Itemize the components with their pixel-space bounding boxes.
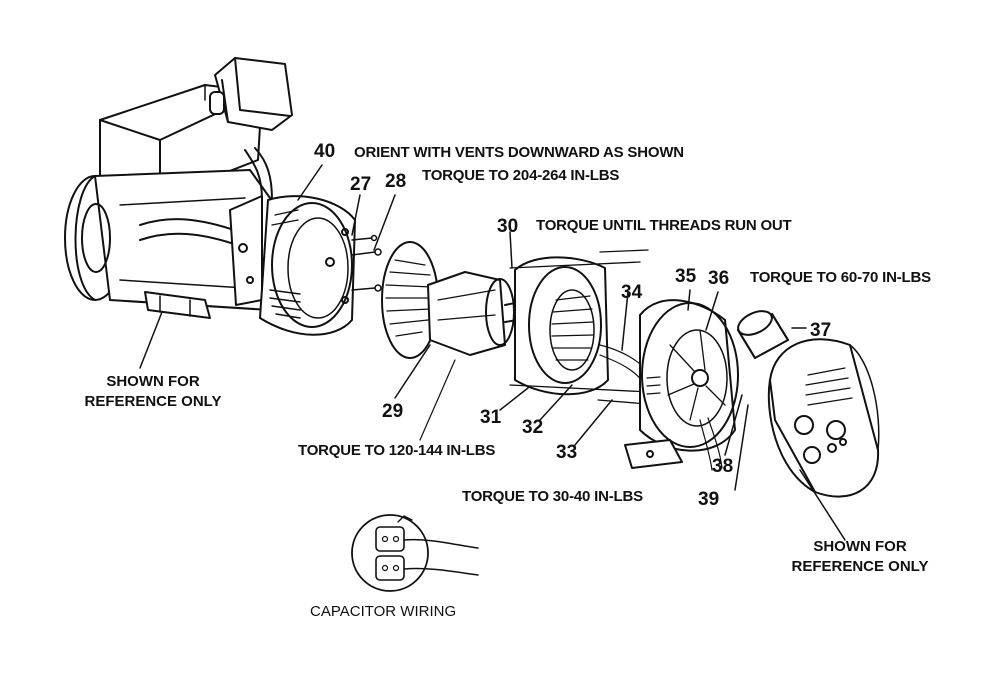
leader-31 [499, 387, 529, 411]
capacitor-wiring-detail [351, 514, 479, 592]
end-cover-drawing [767, 338, 880, 498]
reference-right-line1: SHOWN FOR [813, 538, 907, 555]
part-37-capacitor-drawing [737, 310, 789, 359]
part-number-33: 33 [556, 442, 578, 463]
note-torque-60-70: TORQUE TO 60-70 IN-LBS [750, 269, 931, 286]
capacitor-wiring-caption: CAPACITOR WIRING [310, 603, 457, 620]
engine-assembly-drawing [64, 57, 293, 319]
part-number-29: 29 [382, 401, 404, 422]
leader-29 [394, 344, 431, 399]
note-torque-120-144: TORQUE TO 120-144 IN-LBS [298, 442, 496, 459]
leader-36 [705, 291, 719, 331]
part-number-39: 39 [698, 489, 720, 510]
part-number-34: 34 [621, 282, 643, 303]
reference-left-line1: SHOWN FOR [106, 373, 200, 390]
reference-right-line2: REFERENCE ONLY [791, 558, 929, 575]
leader-27 [351, 194, 361, 236]
leader-35 [687, 289, 691, 311]
leader-28 [373, 194, 396, 251]
leader-right-reference [799, 469, 846, 541]
leader-torque-120 [419, 359, 456, 441]
leader-39 [734, 404, 749, 491]
leader-32 [539, 384, 573, 421]
reference-left-line2: REFERENCE ONLY [84, 393, 222, 410]
part-number-32: 32 [522, 417, 544, 438]
part-35-end-bell-drawing [624, 299, 739, 471]
leader-30 [509, 231, 513, 269]
part-number-35: 35 [675, 266, 697, 287]
part-number-28: 28 [385, 171, 407, 192]
note-orient-vents: ORIENT WITH VENTS DOWNWARD AS SHOWN [354, 144, 684, 161]
leader-38 [724, 394, 743, 456]
part-number-37: 37 [810, 320, 832, 341]
part-31-stator-drawing [509, 249, 661, 406]
part-40-adapter-drawing [259, 195, 356, 336]
note-torque-30-40: TORQUE TO 30-40 IN-LBS [462, 488, 643, 505]
reference-label-left: SHOWN FOR REFERENCE ONLY [78, 372, 228, 412]
bolts-27-28-drawing [351, 234, 382, 292]
part-number-38: 38 [712, 456, 734, 477]
leader-33 [574, 399, 613, 446]
note-torque-204-264: TORQUE TO 204-264 IN-LBS [422, 167, 620, 184]
leader-left-reference [139, 311, 163, 369]
part-number-40: 40 [314, 141, 336, 162]
part-number-36: 36 [708, 268, 730, 289]
reference-label-right: SHOWN FOR REFERENCE ONLY [785, 537, 935, 577]
note-torque-threads: TORQUE UNTIL THREADS RUN OUT [536, 217, 792, 234]
leader-34 [621, 291, 629, 351]
leader-40 [297, 164, 323, 201]
part-number-30: 30 [497, 216, 519, 237]
part-number-31: 31 [480, 407, 502, 428]
part-29-rotor-drawing [381, 241, 531, 359]
part-number-27: 27 [350, 174, 372, 195]
